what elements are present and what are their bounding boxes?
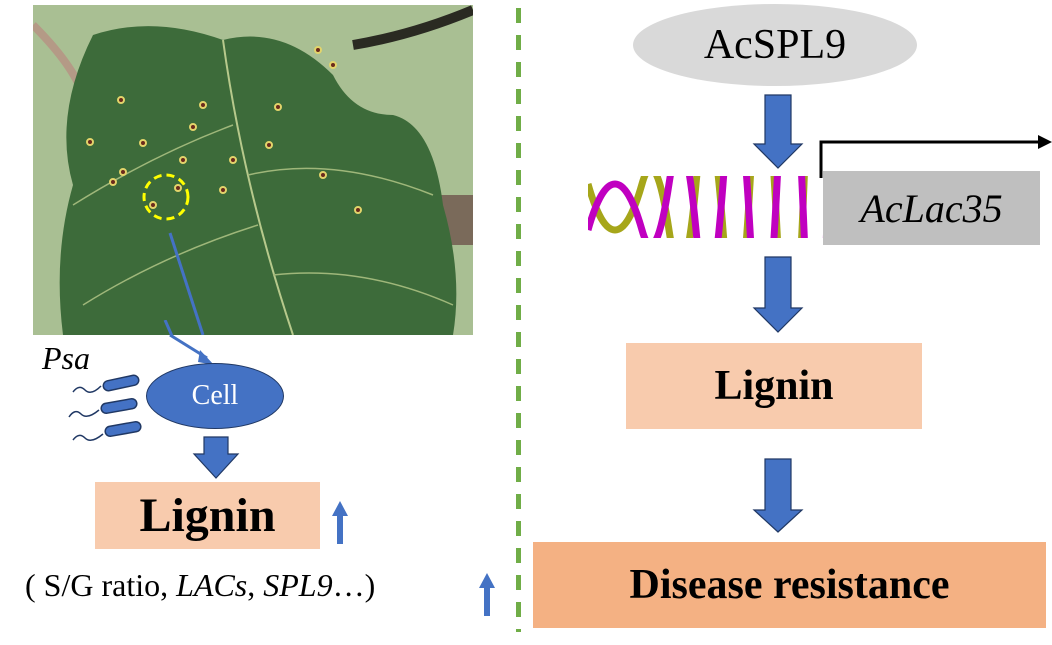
down-arrow-icon	[752, 458, 804, 533]
disease-resistance-box: Disease resistance	[533, 542, 1046, 628]
lignin-details-note: ( S/G ratio, LACs, SPL9…)	[25, 567, 375, 604]
down-arrow-icon	[752, 256, 804, 333]
disease-resistance-label: Disease resistance	[629, 562, 950, 608]
target-gene-box: AcLac35	[823, 171, 1040, 245]
regulator-label: AcSPL9	[703, 22, 847, 68]
transcription-start-arrow	[819, 135, 1052, 178]
lignin-label: Lignin	[139, 489, 276, 542]
dna-helix-icon	[588, 176, 828, 238]
lignin-product-box: Lignin	[626, 343, 922, 429]
leaf-photo	[33, 5, 473, 335]
note-lacs: LACs	[176, 567, 248, 603]
cell-node: Cell	[146, 363, 284, 429]
panel-divider	[516, 8, 521, 632]
note-spl9: SPL9	[263, 567, 333, 603]
note-open: ( S/G ratio,	[25, 567, 177, 603]
note-ellipsis: …)	[332, 567, 376, 603]
increase-arrow-icon	[479, 573, 495, 616]
lignin-result-box: Lignin	[95, 482, 320, 549]
cell-label: Cell	[191, 380, 239, 411]
down-arrow-icon	[752, 94, 804, 169]
lesion-highlight-circle	[142, 173, 190, 221]
leaf-illustration	[33, 5, 473, 335]
target-gene-label: AcLac35	[860, 185, 1003, 231]
regulator-node: AcSPL9	[633, 4, 917, 86]
lignin-product-label: Lignin	[714, 363, 834, 409]
bacteria-icon	[68, 374, 142, 441]
leaf-to-cell-arrow	[163, 320, 214, 365]
down-arrow-icon	[192, 436, 240, 479]
note-sep: ,	[247, 567, 264, 603]
increase-arrow-icon	[332, 501, 348, 544]
pathogen-label: Psa	[42, 340, 90, 376]
